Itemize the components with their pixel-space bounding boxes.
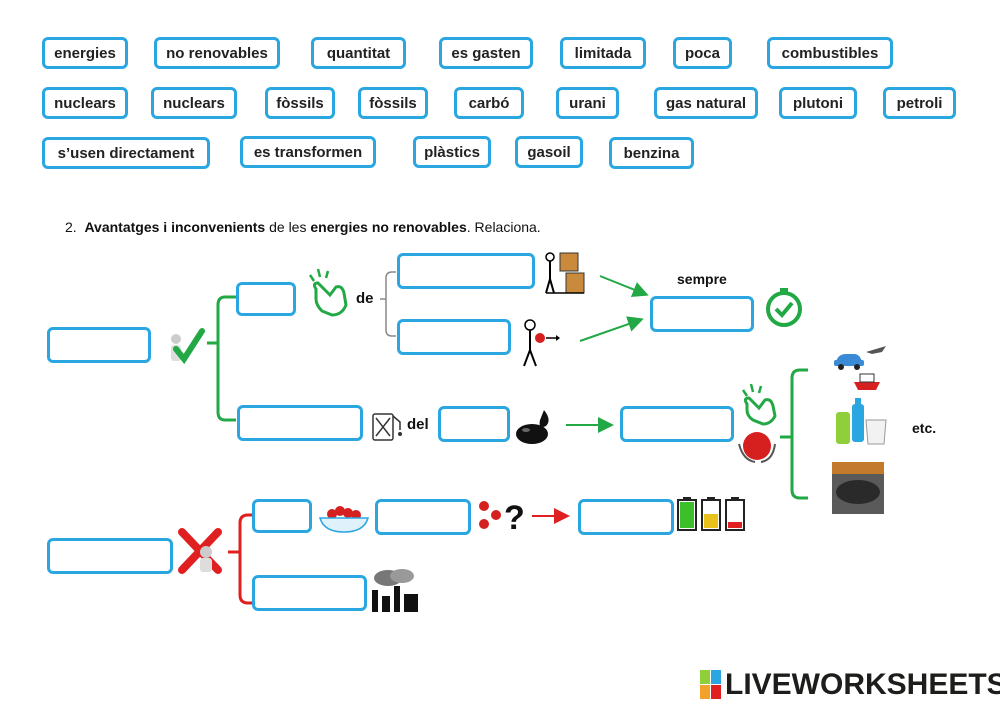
clock-check-icon [766,288,802,327]
chip-benzina[interactable]: benzina [609,137,694,169]
instruction-bold-2: energies no renovables [310,219,467,235]
road-icon [832,462,884,514]
answer-box-del[interactable] [438,406,510,442]
answer-box-uses[interactable] [620,406,734,442]
instruction-number: 2. [65,219,77,235]
chip-poca[interactable]: poca [673,37,732,69]
disadvantages-bracket [228,513,252,605]
label-sempre: sempre [677,271,727,287]
chip-fossils-2[interactable]: fòssils [358,87,428,119]
instruction: 2. Avantatges i inconvenients de les ene… [65,219,541,235]
chip-nuclears-2[interactable]: nuclears [151,87,237,119]
check-icon [171,328,205,365]
fuel-can-icon [372,413,402,441]
chip-energies[interactable]: energies [42,37,128,69]
chip-es-gasten[interactable]: es gasten [439,37,533,69]
brand-text: LIVEWORKSHEETS [725,668,1000,701]
answer-box-dis-1[interactable] [252,499,312,533]
uses-bracket [780,368,808,500]
question-dots-icon: ? [479,499,525,534]
factory-smoke-icon [372,569,418,612]
person-throw-icon [523,319,560,367]
de-bracket [380,271,396,337]
answer-box-de-1[interactable] [397,253,535,289]
live-badge-icon [700,670,721,699]
answer-box-de-2[interactable] [397,319,511,355]
chip-gasoil[interactable]: gasoil [515,136,583,168]
pointing-hand-icon [308,268,348,317]
chip-gas-natural[interactable]: gas natural [654,87,758,119]
chip-limitada[interactable]: limitada [560,37,646,69]
answer-box-sempre[interactable] [650,296,754,332]
answer-box-adv-1[interactable] [236,282,296,316]
chip-s-usen-directament[interactable]: s’usen directament [42,137,210,169]
answer-box-dis-4[interactable] [252,575,367,611]
chip-fossils-1[interactable]: fòssils [265,87,335,119]
label-de: de [356,290,374,307]
plastics-icon [836,398,887,445]
arrow-to-sempre-2 [579,316,644,342]
chip-urani[interactable]: urani [556,87,619,119]
instruction-end: . Relaciona. [466,219,541,235]
advantages-bracket [207,295,236,422]
chip-plastics[interactable]: plàstics [413,136,491,168]
chip-no-renovables[interactable]: no renovables [154,37,280,69]
svg-text:?: ? [504,499,525,534]
chip-quantitat[interactable]: quantitat [311,37,406,69]
liveworksheets-logo: LIVEWORKSHEETS [700,668,1000,702]
chip-carbo[interactable]: carbó [454,87,524,119]
chip-petroli[interactable]: petroli [883,87,956,119]
chip-es-transformen[interactable]: es transformen [240,136,376,168]
battery-icon [677,497,745,531]
answer-box-disadvantages[interactable] [47,538,173,574]
chip-nuclears-1[interactable]: nuclears [42,87,128,119]
answer-box-dis-3[interactable] [578,499,674,535]
label-del: del [407,416,429,433]
bowl-icon [319,506,369,533]
oil-drop-icon [516,410,549,444]
answer-box-dis-2[interactable] [375,499,471,535]
answer-box-adv-2[interactable] [237,405,363,441]
chip-combustibles[interactable]: combustibles [767,37,893,69]
hands-ball-icon [738,383,777,463]
transport-icon [834,346,886,390]
answer-box-advantages[interactable] [47,327,151,363]
cross-icon [178,528,222,574]
chip-plutoni[interactable]: plutoni [779,87,857,119]
person-box-icon [545,252,585,294]
arrow-to-sempre-1 [599,275,649,297]
instruction-mid: de les [265,219,311,235]
instruction-bold-1: Avantatges i inconvenients [84,219,266,235]
label-etc: etc. [912,420,937,436]
